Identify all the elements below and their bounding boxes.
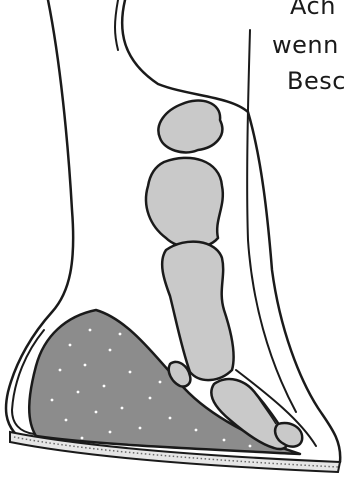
pastern-line	[115, 0, 118, 50]
caption-line-2: wenn	[272, 31, 339, 59]
long-pastern-bone	[146, 158, 223, 248]
caption-line-1: Ach	[290, 0, 336, 20]
caption-line-3: Besc	[287, 67, 346, 95]
fetlock-bone	[158, 101, 222, 153]
short-pastern-bone	[162, 242, 233, 380]
